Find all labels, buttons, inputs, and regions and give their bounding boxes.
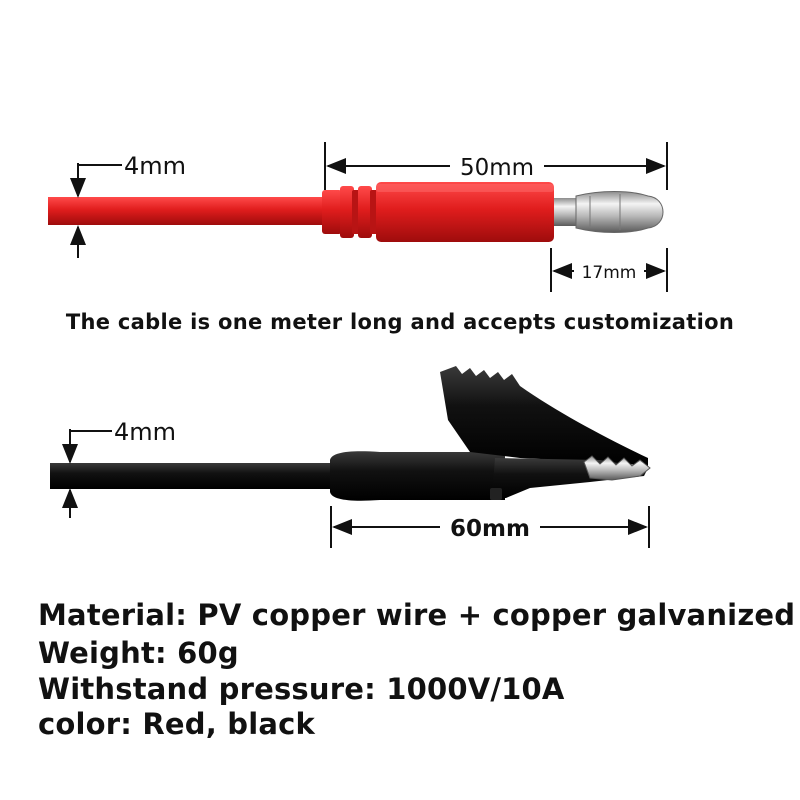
banana-plug-illustration (48, 182, 664, 242)
red-plug-strain-relief (322, 186, 378, 238)
red-cable (48, 197, 338, 225)
banana-tip (554, 191, 664, 233)
cable-diagram: 4mm 50mm 17mm 4mm (48, 142, 668, 548)
black-clip-length-label: 60mm (450, 516, 530, 542)
black-clip-length-dimension: 60mm (330, 506, 650, 548)
red-plug-length-dimension: 50mm (324, 142, 668, 190)
clip-metal-teeth (583, 455, 651, 481)
red-cable-diameter-dimension: 4mm (70, 152, 186, 258)
spec-material: Material: PV copper wire + copper galvan… (38, 598, 796, 632)
banana-tip-length-label: 17mm (582, 263, 637, 283)
red-plug-length-label: 50mm (460, 155, 534, 181)
banana-tip-length-dimension: 17mm (550, 248, 668, 292)
red-cable-diameter-label: 4mm (124, 152, 186, 180)
black-cable-diameter-label: 4mm (114, 418, 176, 446)
cable-length-note: The cable is one meter long and accepts … (65, 310, 735, 334)
black-clip-sleeve (330, 451, 505, 501)
red-plug-body (376, 182, 554, 242)
black-clip-upper-jaw (440, 366, 648, 466)
black-cable (50, 463, 350, 489)
spec-color: color: Red, black (38, 707, 315, 741)
spec-weight: Weight: 60g (38, 636, 239, 670)
black-cable-diameter-dimension: 4mm (62, 418, 176, 518)
spec-withstand-pressure: Withstand pressure: 1000V/10A (38, 672, 565, 706)
alligator-clip-illustration (50, 366, 651, 501)
